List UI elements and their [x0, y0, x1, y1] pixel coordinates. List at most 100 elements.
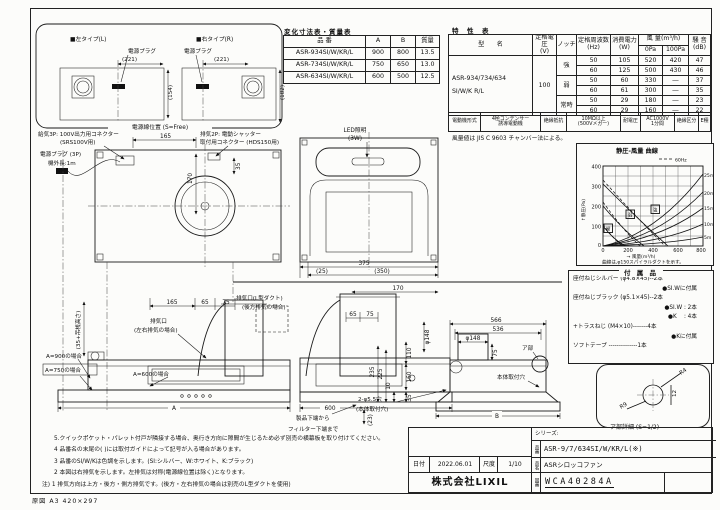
dim-10: 10 — [386, 382, 392, 390]
dim-221-right: (221) — [214, 57, 229, 63]
spec-table-title: 特 性 表 — [452, 27, 490, 35]
op-weak-label: 弱 — [628, 213, 633, 219]
accessory-line: ソフトテープ --------------1本 — [573, 343, 647, 350]
dim-375: 375 — [358, 261, 369, 267]
ytick-200: 200 — [591, 205, 601, 211]
left-type-label: ■左タイプ(L) — [70, 35, 106, 43]
dim-35-side: 35 — [407, 394, 413, 402]
filter-lower-edge-label: フィルター下端まで — [288, 425, 339, 433]
plug-length-label: 機外長:1m — [48, 159, 76, 167]
accessory-line: +トラスねじ (M4×10)-------4本 — [573, 323, 657, 330]
duct-label-10m: 10m — [704, 222, 713, 228]
product-name-vlabel: 品名 — [531, 457, 541, 473]
detail-bubble: .d{stroke:#111;stroke-width:0.8;fill:non… — [596, 364, 710, 431]
note-line-4: 4 品番名の末尾の( )には取付ガイドによって記号が入る場合があります。 — [54, 447, 245, 454]
accessory-line: ●SI.Wに付属 — [662, 285, 697, 292]
power-box-title: 電源線位置 (S=Free) — [132, 123, 188, 131]
detail-r9-label: R9 — [619, 402, 629, 411]
dim-235: 235 — [370, 366, 376, 377]
chart-note: 曲線は,φ150スパイラルダクトを示す。 — [602, 259, 684, 266]
dim-148-rear: φ148 — [466, 336, 481, 342]
accessory-line: ●Kに付属 — [671, 333, 697, 340]
dim-350: (350) — [374, 269, 390, 275]
xtick-600: 600 — [673, 248, 683, 254]
chart-grid — [603, 166, 703, 246]
exhaust-outlet-label2: (左右排気の場合) — [134, 326, 178, 334]
dim-75-side: 75 — [366, 312, 374, 318]
detail-r4-label: R4 — [679, 367, 689, 376]
note-line-2: 2 本図は右排気を示します。左排気は対称(電源線位置は除く)となります。 — [54, 470, 249, 477]
xtick-400: 400 — [648, 248, 658, 254]
drawing-number-value: WCA40284A — [545, 477, 614, 488]
l-duct-label2: (後方排気の場合) — [242, 303, 286, 311]
holes-label2: (本体取付穴) — [356, 405, 388, 413]
table-row: 型 名 定格電圧 (V) ノッチ 定格周波数 (Hz) 消費電力 (W) 風 量… — [448, 33, 711, 57]
chart-xlabel: → 風量(m³/h) — [627, 253, 656, 260]
xtick-0: 0 — [601, 248, 604, 254]
l-duct-label: 排気口(L型ダクト) — [236, 294, 283, 302]
dim-221-left: (221) — [122, 57, 137, 63]
exhaust-outlet-label: 排気口 — [150, 317, 167, 325]
note-line-5: 5.クイックポケット・パレット付戸が隣接する場合、奥行き方向に隙間が生じるため必… — [54, 436, 384, 442]
title-block-empty-cell — [664, 472, 713, 493]
ytick-300: 300 — [591, 185, 601, 191]
product-name-cell: ASRシロッコファン — [540, 457, 716, 473]
plug-right-label: 電源プラグ — [184, 47, 212, 55]
characteristics-table: 型 名 定格電圧 (V) ノッチ 定格周波数 (Hz) 消費電力 (W) 風 量… — [448, 33, 711, 117]
dim-35-plan: 35 — [236, 162, 242, 170]
dim-160: 160 — [407, 371, 413, 382]
duct-label-20m: 20m — [704, 191, 713, 197]
scale-label-cell: 尺度 — [479, 456, 498, 473]
dim-23: (23) — [368, 414, 374, 426]
dim-75-rear: 75 — [493, 349, 499, 357]
led-label: LED照明 — [344, 127, 367, 134]
company-cell: 株式会社LIXIL — [409, 472, 531, 493]
ytick-100: 100 — [591, 225, 601, 231]
dim-table-title: 変化寸法表・質量表 — [284, 28, 352, 36]
detail-12-label: 12 — [672, 390, 678, 397]
series-label-cell: シリーズ: — [531, 428, 716, 440]
right-type-label: ■右タイプ(R) — [196, 35, 233, 43]
footnotes: 5.クイックポケット・パレット付戸が隣接する場合、奥行き方向に隙間が生じるため必… — [42, 434, 404, 491]
accessory-line: ●K : 4本 — [668, 314, 697, 321]
intake-connector-label: 給気3P: 100V出力用コネクター — [38, 130, 119, 138]
title-block: 日付 2022.06.01 尺度 1/10 株式会社LIXIL シリーズ: 品番… — [408, 427, 716, 493]
product-lower-edge-label: 製品下端から — [296, 414, 330, 422]
plug-left-label: 電源プラグ — [128, 47, 156, 55]
mount-hole-label: 本体取付穴 — [497, 373, 525, 381]
date-value-cell: 2022.06.01 — [429, 456, 480, 473]
front-view-drawing: 165 65 75 排気口 (左右排気の場合) 排気口(L型ダクト) (後方排気… — [42, 262, 291, 412]
power-cord-position-box: ■左タイプ(L) ■右タイプ(R) (221) 電源プラグ (154) (221… — [35, 23, 286, 132]
note-line-1: 注) 1 排気方向は上方・後方・側方排気です。(後方・左右排気の場合は別売のL型… — [42, 481, 291, 488]
title-block-spacer — [409, 428, 531, 456]
a900-label: A=900の場合 — [46, 352, 82, 360]
accessories-box: 付 属 品 座付ねじシルバー (φ4.8×45)--2本 ●SI.Wに付属 座付… — [568, 267, 714, 364]
a-part-label: ア部 — [522, 344, 534, 352]
duct-label-5m: 5m — [704, 235, 712, 241]
a750-label: A=750の場合 — [45, 366, 81, 374]
dim-75-front: 75 — [222, 300, 230, 306]
fan-curves — [602, 179, 669, 247]
accessory-line: 座付ねじブラック (φ5.1×45)--2本 — [573, 295, 663, 302]
dim-225: 225 — [378, 368, 384, 379]
ytick-400: 400 — [591, 165, 601, 171]
dim-165-plan: 165 — [160, 134, 171, 140]
dim-25: (25) — [316, 269, 328, 275]
xtick-200: 200 — [623, 248, 633, 254]
plan-view-drawing: 給気3P: 100V出力用コネクター (SRS100V用) 排気2P: 電動シャ… — [38, 130, 290, 412]
rear-view-drawing: 566 536 φ148 75 ア部 本体取付穴 235 225 10 2-φ5… — [356, 318, 561, 420]
dim-165-front: 165 — [166, 300, 177, 306]
dim-148-side: φ148 — [425, 329, 431, 344]
dim-65-front: 65 — [201, 300, 209, 306]
accessory-line: 座付ねじシルバー (φ4.8×45)--2本 — [573, 276, 663, 282]
intake-connector-label2: (SRS100V用) — [60, 139, 95, 146]
xtick-800: 800 — [696, 248, 706, 254]
